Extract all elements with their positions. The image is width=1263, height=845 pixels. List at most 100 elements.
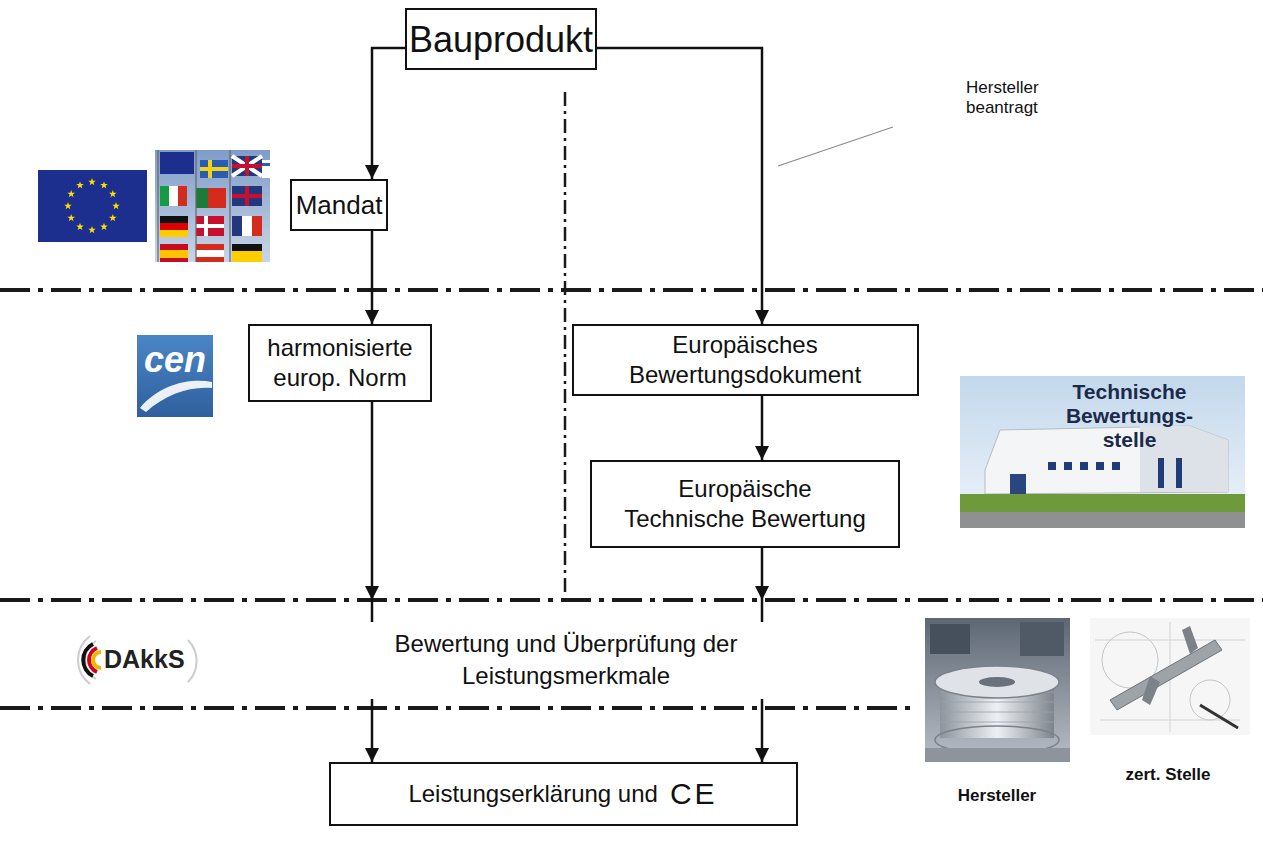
process-box: Leistungserklärung und CE [329,762,798,826]
eu-flag [38,170,147,242]
flags-photo [232,244,262,251]
process-box: Europäisches Bewertungsdokument [572,324,919,396]
building-photo [1048,462,1056,470]
leader-line [778,127,893,166]
flags-photo [160,250,188,258]
building-photo [1064,462,1072,470]
dakks-logo [78,636,197,684]
flags-photo [232,216,242,236]
building-photo [1112,462,1120,470]
wire-spool-photo [1020,622,1064,656]
box-text: Europäisches Bewertungsdokument [582,330,909,390]
flags-photo [200,167,228,171]
calipers-sketch [1090,618,1250,735]
box-text: harmonisierte europ. Norm [258,333,422,393]
annotation-note: Hersteller beantragt [966,78,1061,119]
flags-photo [262,163,270,166]
flow-arrow [371,231,374,324]
flags-photo [232,244,262,262]
eu-flag [112,202,120,209]
calipers-sketch [1110,640,1222,710]
building-photo [960,512,1245,528]
dakks-logo [188,640,197,682]
flags-photo [200,160,228,178]
eu-flag [67,214,75,221]
flags-photo [232,156,262,176]
eu-flag [109,190,117,197]
flags-photo [160,152,194,174]
eu-flag [88,178,96,185]
box-text: Europäische Technische Bewertung [620,474,870,534]
building-photo [1176,458,1182,488]
building-photo [960,376,1245,528]
building-photo [960,494,1245,512]
wire-spool-photo [925,618,1070,762]
flags-photo [196,224,224,228]
photo-caption: Hersteller [937,786,1057,806]
cen-logo [140,381,212,412]
cen-logo [137,335,213,417]
flow-arrow [761,396,764,460]
calipers-sketch [1142,676,1160,705]
eu-flag [100,223,108,230]
eu-flag [38,170,147,242]
eu-flag [67,190,75,197]
dakks-logo [93,652,101,668]
flags-photo [160,186,169,206]
flags-photo [196,250,224,257]
wire-spool-photo [979,677,1015,687]
eu-flag [100,181,108,188]
building-photo [1158,458,1164,488]
flags-photo [160,223,188,230]
arrowhead [365,586,769,600]
flags-photo [242,216,252,236]
logo-text: cen [137,338,213,381]
flags-photo [160,258,188,262]
dash-dot-separator [0,288,1263,292]
eu-flag [88,226,96,233]
calipers-sketch [1090,618,1250,735]
eu-flag [76,223,84,230]
wire-spool-photo [925,748,1070,762]
wire-spool-photo [930,624,970,654]
calipers-sketch [1182,626,1198,654]
box-text: Leistungserklärung und [408,779,658,809]
wire-spool-photo [925,618,1070,762]
flags-photo [232,156,262,176]
logo-text: DAkkS [104,644,194,674]
flags-photo [252,216,262,236]
flags-photo [178,186,187,206]
eu-flag [109,214,117,221]
flags-photo [169,186,178,206]
flow-arrow [371,402,374,762]
building-photo [1080,462,1088,470]
flags-photo [196,244,224,262]
photo-caption: zert. Stelle [1100,765,1236,785]
flags-photo [196,188,208,208]
eu-flag [76,181,84,188]
process-box: Bauprodukt [405,8,597,70]
dash-dot-separator [0,706,918,710]
photo-caption: Technische Bewertungs- stelle [1037,380,1222,452]
flags-photo [232,186,262,206]
calipers-sketch [1095,622,1245,732]
flags-photo [232,156,262,176]
box-text: Bauprodukt [409,17,593,62]
flow-arrow [597,48,762,324]
flags-photo [196,216,224,236]
box-text: CE [670,775,718,813]
building-photo [1096,462,1104,470]
dash-dot-separator [0,92,1263,708]
flags-photo [160,230,188,237]
flags-photo [155,150,270,262]
flags-photo [232,186,262,206]
building-photo [960,376,1245,528]
process-box: Europäische Technische Bewertung [590,460,900,548]
flags-photo [160,244,188,250]
eu-flag [64,202,72,209]
cen-logo [137,335,213,417]
dash-dot-separator [564,92,567,592]
dash-dot-separator [0,598,1263,602]
calipers-sketch [1190,680,1230,720]
flags-photo [158,150,230,262]
